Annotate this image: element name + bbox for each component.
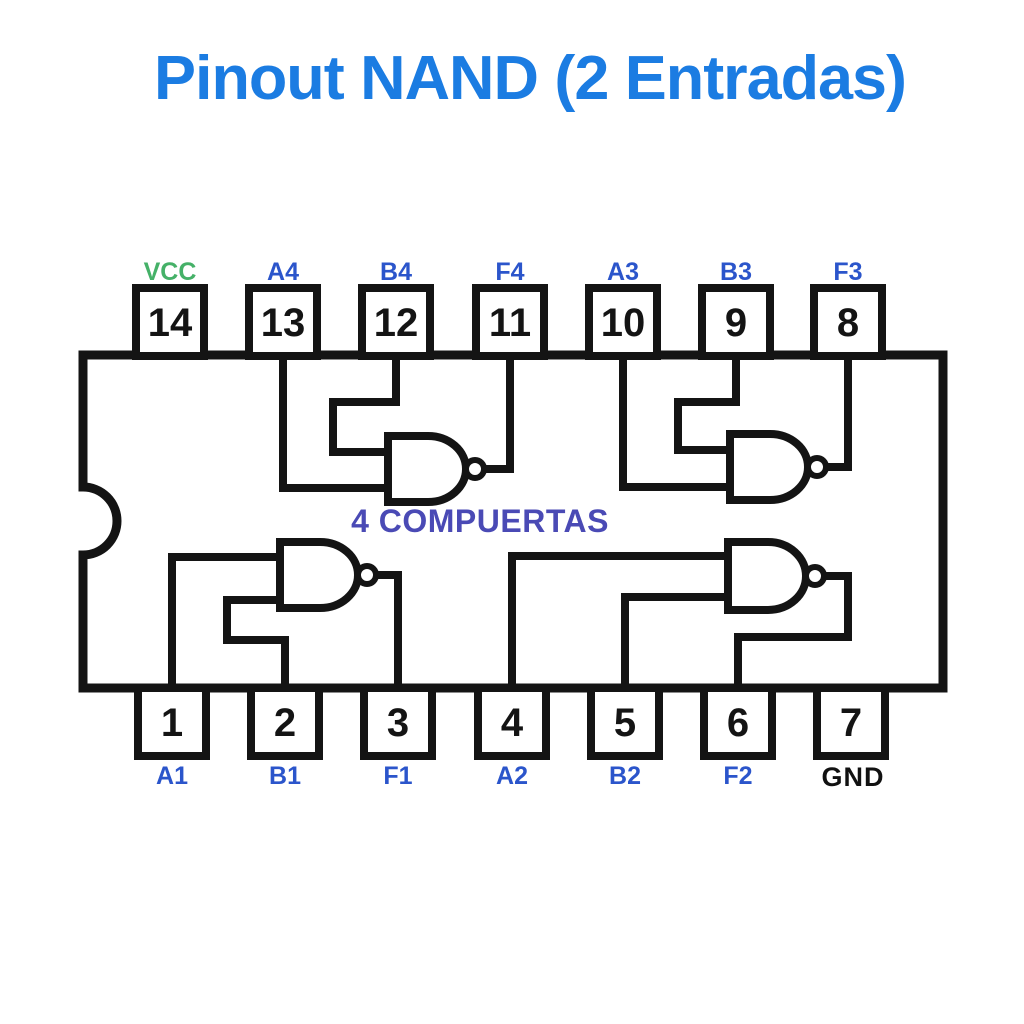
wire-gate1-to-pin3 <box>372 571 402 692</box>
pin-box <box>245 284 321 360</box>
page-title: Pinout NAND (2 Entradas) <box>154 44 906 113</box>
pin-box <box>474 684 550 760</box>
pin-label: F3 <box>833 258 862 286</box>
pin-box <box>134 684 210 760</box>
pin-box <box>698 284 774 360</box>
nand-gate1-bubble <box>355 563 379 587</box>
pin-label: A4 <box>267 258 299 286</box>
pin-box <box>587 684 663 760</box>
pin-number: 5 <box>614 701 636 745</box>
pin-box <box>700 684 776 760</box>
pin-number: 8 <box>837 301 859 345</box>
pin-number: 11 <box>489 301 531 345</box>
wire-gate3-to-pin8 <box>822 352 852 471</box>
wire-pin5-to-gate2 <box>621 593 732 692</box>
wire-pin13-to-gate4 <box>279 352 392 492</box>
pin-5: 5 B2 <box>587 684 663 790</box>
pin-13: 13 A4 <box>245 258 321 360</box>
pin-11: 11 F4 <box>472 258 548 360</box>
pin-number: 2 <box>274 701 296 745</box>
pin-label: B4 <box>380 258 412 286</box>
nand-gates <box>276 430 829 614</box>
bottom-pins: 1 A1 2 B1 3 F1 4 A2 5 B2 <box>134 684 889 792</box>
pin-6: 6 F2 <box>700 684 776 790</box>
pin-4: 4 A2 <box>474 684 550 790</box>
pin-label: A3 <box>607 258 639 286</box>
pin-box <box>585 284 661 360</box>
wire-pin9-to-gate3 <box>674 352 740 454</box>
pin-label: A1 <box>156 762 188 790</box>
pin-label: B3 <box>720 258 752 286</box>
pin-number: 6 <box>727 701 749 745</box>
pin-8: 8 F3 <box>810 258 886 360</box>
pin-9: 9 B3 <box>698 258 774 360</box>
pin-12: 12 B4 <box>358 258 434 360</box>
pin-box <box>132 284 208 360</box>
pin-number: 1 <box>161 701 183 745</box>
pin-number: 7 <box>840 701 862 745</box>
wire-pin4-to-gate2 <box>508 552 732 692</box>
nand-gate4-bubble <box>463 457 487 481</box>
wire-pin2-to-gate1 <box>223 596 289 692</box>
pin-10: 10 A3 <box>585 258 661 360</box>
nand-gate3-bubble <box>805 455 829 479</box>
pin-box <box>813 684 889 760</box>
wire-pin12-to-gate4 <box>329 352 400 456</box>
pin-number: 12 <box>374 301 419 345</box>
pin-box <box>360 684 436 760</box>
pin-label: GND <box>822 762 885 792</box>
pin-number: 10 <box>601 301 646 345</box>
gate-count-label: 4 COMPUERTAS <box>351 503 609 539</box>
wire-pin10-to-gate3 <box>619 352 734 491</box>
pin-number: 9 <box>725 301 747 345</box>
pin-box <box>247 684 323 760</box>
nand-gate4-body <box>384 432 470 506</box>
internal-wires <box>168 352 852 692</box>
pin-number: 4 <box>501 701 524 745</box>
pin-number: 13 <box>261 301 306 345</box>
wire-gate4-to-pin11 <box>480 352 514 473</box>
wire-pin1-to-gate1 <box>168 553 284 692</box>
pin-label: B2 <box>609 762 641 790</box>
pin-2: 2 B1 <box>247 684 323 790</box>
pin-1: 1 A1 <box>134 684 210 790</box>
top-pins: 14 VCC 13 A4 12 B4 11 F4 10 A3 <box>132 258 886 360</box>
nand-gate1-body <box>276 538 362 612</box>
pin-number: 14 <box>148 301 193 345</box>
pin-14: 14 VCC <box>132 258 208 360</box>
pin-box <box>472 284 548 360</box>
wire-gate2-to-pin6 <box>734 572 852 692</box>
pin-number: 3 <box>387 701 409 745</box>
pin-3: 3 F1 <box>360 684 436 790</box>
pin-label: VCC <box>144 258 197 286</box>
pin-label: B1 <box>269 762 301 790</box>
pin-label: F4 <box>495 258 524 286</box>
pin-7: 7 GND <box>813 684 889 792</box>
nand-gate2-bubble <box>803 564 827 588</box>
pin-label: F1 <box>383 762 412 790</box>
nand-gate3-body <box>726 430 812 504</box>
pin-label: F2 <box>723 762 752 790</box>
pin-box <box>810 284 886 360</box>
pin-label: A2 <box>496 762 528 790</box>
pin-box <box>358 284 434 360</box>
nand-gate2-body <box>724 538 810 614</box>
